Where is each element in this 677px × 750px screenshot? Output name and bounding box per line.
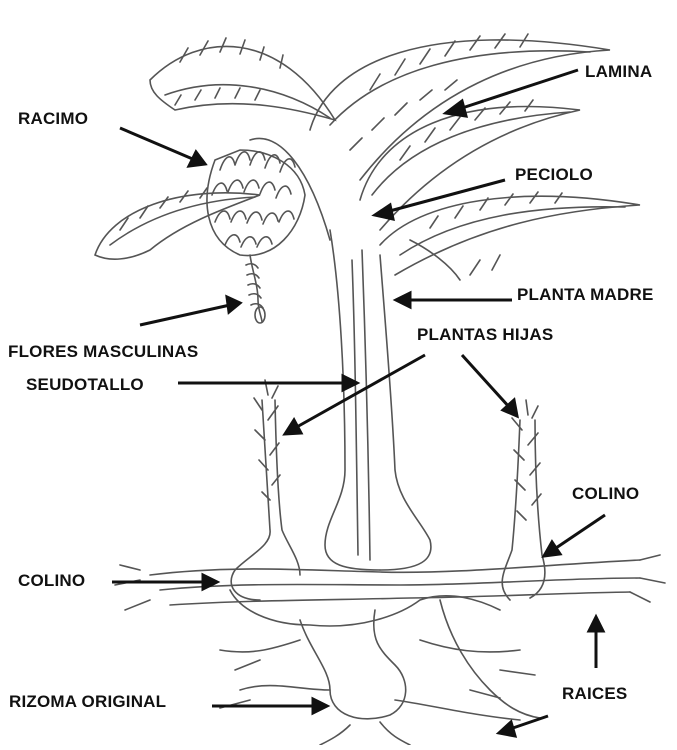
leaf-lower-right [380,192,640,280]
arrow-flores-masculinas-head [227,297,240,312]
label-lamina: LAMINA [585,62,652,82]
pseudostem [325,230,431,570]
left-sucker [231,380,300,600]
male-flower [246,255,265,323]
arrow-racimo-head [189,152,205,166]
arrow-lamina-head [446,101,466,116]
arrow-plantas-hijas-left-head [285,420,301,434]
arrow-peciolo-head [375,205,393,219]
leaf-left [95,188,260,259]
label-colino-left: COLINO [18,571,85,591]
arrow-lamina [456,70,578,110]
label-colino-right: COLINO [572,484,639,504]
arrow-planta-madre-head [396,293,410,307]
arrow-raices-down-head [499,722,515,736]
right-sucker [502,400,545,600]
label-flores-masculinas: FLORES MASCULINAS [8,342,198,362]
arrow-colino-left-head [203,575,217,589]
arrow-racimo [120,128,195,160]
arrow-plantas-hijas-left [295,355,425,428]
label-racimo: RACIMO [18,109,88,129]
label-plantas-hijas: PLANTAS HIJAS [417,325,553,345]
arrow-colino-right [553,515,605,550]
arrow-raices-up-head [589,617,603,631]
arrow-colino-right-head [544,542,560,556]
label-rizoma-original: RIZOMA ORIGINAL [9,692,166,712]
arrow-flores-masculinas [140,305,230,325]
label-peciolo: PECIOLO [515,165,593,185]
arrow-raices-down [510,716,548,729]
label-planta-madre: PLANTA MADRE [517,285,654,305]
arrow-plantas-hijas-right [462,355,510,408]
label-seudotallo: SEUDOTALLO [26,375,144,395]
banana-bunch [207,150,305,256]
leaf-top-left [150,38,335,120]
arrow-rizoma-original-head [313,699,327,713]
label-raices: RAICES [562,684,627,704]
